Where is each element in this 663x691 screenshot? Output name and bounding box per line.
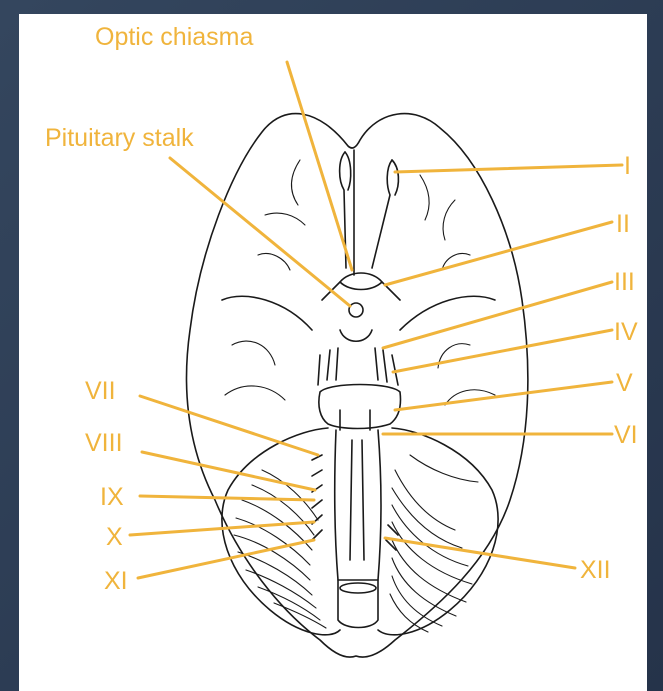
label-cn-VIII: VIII bbox=[85, 429, 123, 457]
leader-VIII bbox=[142, 452, 315, 490]
label-cn-IX: IX bbox=[100, 483, 124, 511]
label-cn-VI: VI bbox=[614, 421, 638, 449]
label-cn-III: III bbox=[614, 268, 635, 296]
brain-drawing bbox=[186, 114, 527, 657]
cerebellar-folia-right bbox=[390, 455, 478, 632]
label-cn-II: II bbox=[616, 210, 630, 238]
label-cn-XI: XI bbox=[104, 567, 128, 595]
leader-I bbox=[395, 165, 622, 172]
label-cn-IV: IV bbox=[614, 318, 638, 346]
pons bbox=[319, 385, 401, 429]
label-cn-VII: VII bbox=[85, 377, 116, 405]
leader-V bbox=[395, 382, 612, 410]
leader-VII bbox=[140, 396, 318, 455]
olfactory-right bbox=[372, 160, 392, 268]
leader-XII bbox=[385, 538, 575, 568]
label-cn-X: X bbox=[106, 523, 123, 551]
leader-lines bbox=[130, 62, 622, 578]
label-cn-XII: XII bbox=[580, 556, 611, 584]
label-pituitary-stalk: Pituitary stalk bbox=[45, 124, 194, 152]
label-cn-V: V bbox=[616, 369, 633, 397]
medulla bbox=[335, 430, 381, 580]
leader-II bbox=[385, 222, 612, 285]
labels: Optic chiasma Pituitary stalk I II III I… bbox=[45, 23, 638, 595]
leader-IX bbox=[140, 496, 314, 500]
label-optic-chiasma: Optic chiasma bbox=[95, 23, 253, 51]
label-cn-I: I bbox=[624, 152, 631, 180]
optic-chiasma bbox=[340, 273, 382, 290]
spinal-cord bbox=[338, 580, 378, 628]
